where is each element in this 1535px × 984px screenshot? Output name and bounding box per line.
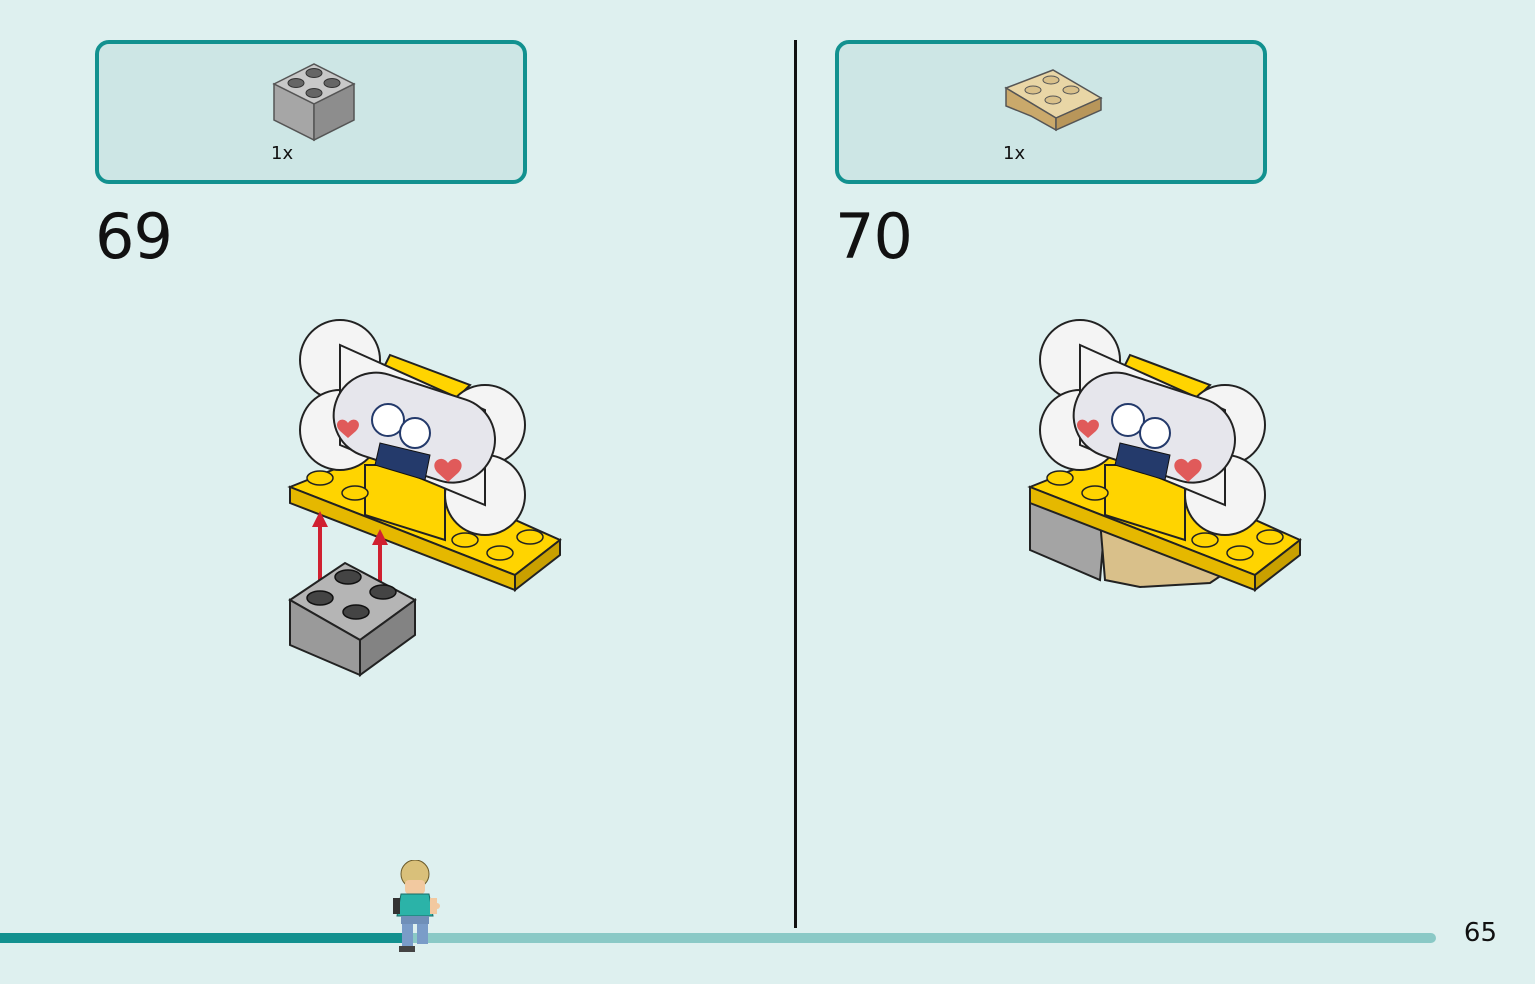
dogs-in-box-icon [1111,403,1171,481]
progress-fill [0,933,403,943]
part-quantity: 1x [271,143,294,164]
step-divider [794,40,797,928]
step-69-illustration [287,319,562,677]
gray-2x2-brick-icon [272,63,356,142]
tan-inverted-slope-icon [1004,69,1103,132]
part-quantity: 1x [1003,143,1026,164]
gray-2x2-brick-icon [288,561,417,677]
parts-callout-step-70: 1x [835,40,1267,184]
parts-callout-step-69: 1x [95,40,527,184]
dogs-in-box-icon [371,403,431,481]
minifigure-icon [393,860,440,952]
step-number: 69 [95,200,173,273]
step-number: 70 [835,200,913,273]
page-number: 65 [1463,918,1497,948]
progress-bar [0,933,1436,943]
step-70-illustration [1027,319,1302,593]
